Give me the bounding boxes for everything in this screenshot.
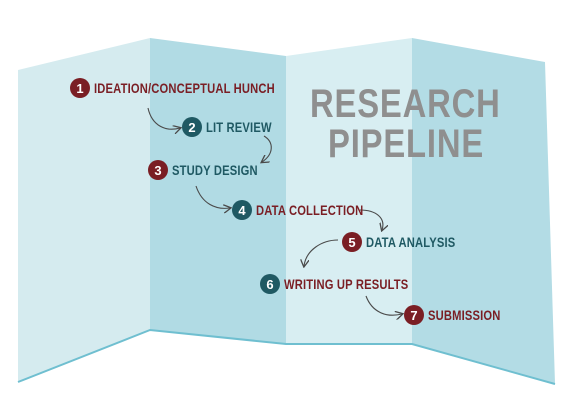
arrow-4-to-5 xyxy=(359,209,383,230)
step-1-badge: 1 xyxy=(70,78,90,98)
map-panel-3 xyxy=(286,38,412,344)
arrow-5-to-6 xyxy=(304,239,339,266)
step-1: 1 IDEATION/CONCEPTUAL HUNCH xyxy=(70,78,320,98)
arrow-2-to-3 xyxy=(262,135,272,162)
map-panel-2 xyxy=(150,38,286,344)
arrow-1-to-2 xyxy=(147,107,180,129)
arrow-6-to-7 xyxy=(365,295,402,315)
arrow-3-to-4 xyxy=(195,185,230,208)
step-2-badge: 2 xyxy=(182,117,202,137)
step-2-label: LIT REVIEW xyxy=(206,119,272,135)
step-5-label: DATA ANALYSIS xyxy=(366,234,456,250)
step-2: 2 LIT REVIEW xyxy=(182,117,288,137)
step-1-label: IDEATION/CONCEPTUAL HUNCH xyxy=(94,80,275,96)
step-4: 4 DATA COLLECTION xyxy=(232,200,390,220)
map-bottom-edge xyxy=(17,328,556,385)
step-5: 5 DATA ANALYSIS xyxy=(342,232,478,252)
step-4-badge: 4 xyxy=(232,200,252,220)
step-3-label: STUDY DESIGN xyxy=(172,162,258,178)
step-7-badge: 7 xyxy=(404,305,424,325)
step-5-badge: 5 xyxy=(342,232,362,252)
step-3-badge: 3 xyxy=(148,160,168,180)
map-panel-1 xyxy=(18,38,150,382)
title-line-1: RESEARCH xyxy=(310,82,501,126)
step-3: 3 STUDY DESIGN xyxy=(148,160,279,180)
map-panel-4 xyxy=(412,38,555,384)
title-line-2: PIPELINE xyxy=(328,122,485,166)
step-7-label: SUBMISSION xyxy=(428,307,501,323)
step-6: 6 WRITING UP RESULTS xyxy=(260,274,440,294)
step-6-badge: 6 xyxy=(260,274,280,294)
step-4-label: DATA COLLECTION xyxy=(256,202,364,218)
step-7: 7 SUBMISSION xyxy=(404,305,519,325)
step-6-label: WRITING UP RESULTS xyxy=(284,276,409,292)
